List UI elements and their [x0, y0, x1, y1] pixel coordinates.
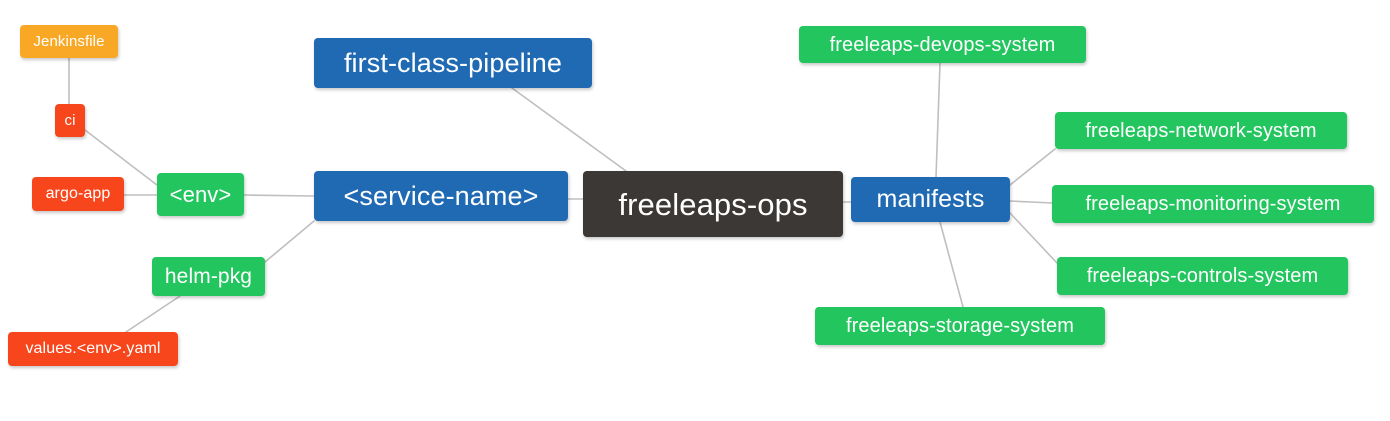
node-label-freeleaps-devops-system: freeleaps-devops-system — [829, 33, 1056, 56]
node-freeleaps-monitoring-system[interactable]: freeleaps-monitoring-system — [1052, 185, 1374, 223]
node-freeleaps-controls-system[interactable]: freeleaps-controls-system — [1057, 257, 1348, 295]
node-label-freeleaps-network-system: freeleaps-network-system — [1085, 119, 1317, 142]
node-freeleaps-network-system[interactable]: freeleaps-network-system — [1055, 112, 1347, 149]
edge-manifests-to-freeleaps-devops-system — [935, 62, 941, 178]
node-service-name[interactable]: <service-name> — [314, 171, 568, 221]
node-freeleaps-devops-system[interactable]: freeleaps-devops-system — [799, 26, 1086, 63]
edge-manifests-to-freeleaps-controls-system — [1009, 212, 1058, 264]
node-label-jenkinsfile: Jenkinsfile — [33, 33, 105, 50]
node-jenkinsfile[interactable]: Jenkinsfile — [20, 25, 118, 58]
node-label-freeleaps-storage-system: freeleaps-storage-system — [845, 315, 1075, 337]
node-freeleaps-ops[interactable]: freeleaps-ops — [583, 171, 843, 237]
edge-service-name-to-helm-pkg — [264, 220, 315, 263]
node-label-values-yaml: values.<env>.yaml — [25, 340, 161, 357]
node-argo-app[interactable]: argo-app — [32, 177, 124, 211]
node-env[interactable]: <env> — [157, 173, 244, 216]
node-label-ci: ci — [64, 112, 76, 129]
node-label-first-class-pipeline: first-class-pipeline — [343, 47, 563, 78]
node-label-helm-pkg: helm-pkg — [164, 265, 253, 288]
node-values-yaml[interactable]: values.<env>.yaml — [8, 332, 178, 366]
edge-first-class-pipeline-to-freeleaps-ops — [511, 87, 627, 172]
node-label-freeleaps-monitoring-system: freeleaps-monitoring-system — [1085, 193, 1341, 215]
node-label-service-name: <service-name> — [343, 180, 539, 211]
edge-manifests-to-freeleaps-network-system — [1009, 148, 1056, 186]
node-freeleaps-storage-system[interactable]: freeleaps-storage-system — [815, 307, 1105, 345]
node-label-manifests: manifests — [876, 185, 985, 213]
edge-env-to-service-name — [243, 194, 315, 197]
node-label-argo-app: argo-app — [45, 185, 111, 202]
node-label-freeleaps-ops: freeleaps-ops — [618, 186, 808, 222]
node-label-env: <env> — [169, 181, 232, 207]
edge-manifests-to-freeleaps-monitoring-system — [1009, 200, 1053, 204]
node-manifests[interactable]: manifests — [851, 177, 1010, 222]
node-label-freeleaps-controls-system: freeleaps-controls-system — [1086, 265, 1319, 287]
node-helm-pkg[interactable]: helm-pkg — [152, 257, 265, 296]
edge-helm-pkg-to-values-yaml — [125, 295, 181, 333]
node-ci[interactable]: ci — [55, 104, 85, 137]
edge-manifests-to-freeleaps-storage-system — [939, 221, 964, 308]
node-first-class-pipeline[interactable]: first-class-pipeline — [314, 38, 592, 88]
